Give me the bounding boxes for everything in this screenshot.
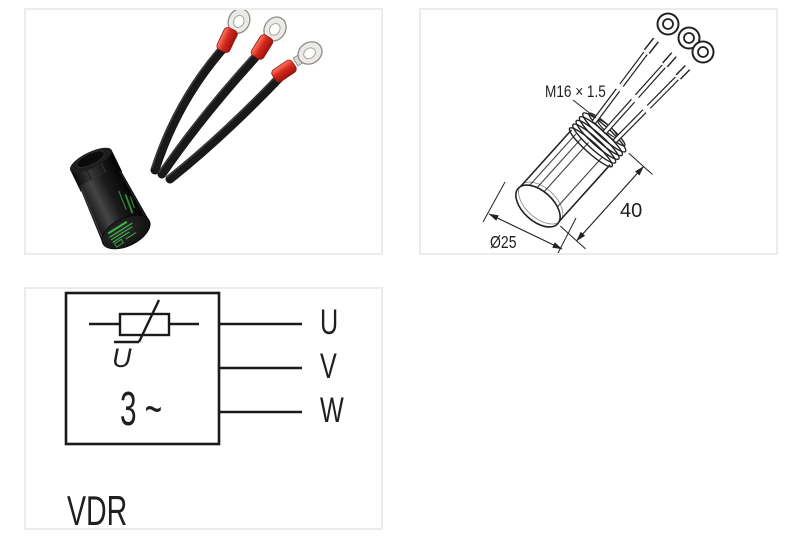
drawing-ring-terminals — [656, 12, 715, 64]
crimp-sleeve — [250, 34, 274, 60]
cylinder-outline — [515, 112, 653, 250]
diameter-label: Ø25 — [490, 232, 517, 252]
crimp-sleeve — [216, 27, 238, 53]
thread-leader-line — [572, 99, 597, 119]
length-dimension-lines — [559, 152, 653, 250]
diameter-dimension-lines — [482, 181, 577, 253]
drawing-wires — [591, 37, 691, 143]
schematic-caption: VDR — [67, 486, 127, 528]
side-print-marks — [118, 190, 135, 214]
terminal-label-u: U — [320, 303, 338, 342]
vdr-schematic: U 3 ~ U V W VDR — [64, 291, 344, 528]
phase-label: 3 ~ — [120, 383, 162, 436]
dimension-drawing: M16 × 1.5 40 Ø25 — [482, 12, 715, 253]
product-photo-panel — [24, 8, 383, 255]
thread-label: M16 × 1.5 — [545, 83, 606, 102]
crimp-sleeve — [271, 59, 297, 83]
product-photo — [69, 10, 323, 250]
varistor-symbol — [89, 299, 199, 344]
varistor-voltage-label: U — [112, 343, 132, 373]
terminal-lines — [219, 322, 302, 414]
cap-label-marks — [107, 220, 137, 248]
dimension-drawing-panel: M16 × 1.5 40 Ø25 — [419, 8, 778, 255]
cables — [150, 38, 289, 184]
length-label: 40 — [620, 200, 642, 222]
terminal-label-w: W — [320, 391, 344, 430]
ring-terminal — [292, 41, 323, 67]
terminal-label-v: V — [320, 347, 337, 386]
vdr-schematic-panel: U 3 ~ U V W VDR — [24, 287, 383, 530]
suppressor-body — [69, 147, 151, 250]
